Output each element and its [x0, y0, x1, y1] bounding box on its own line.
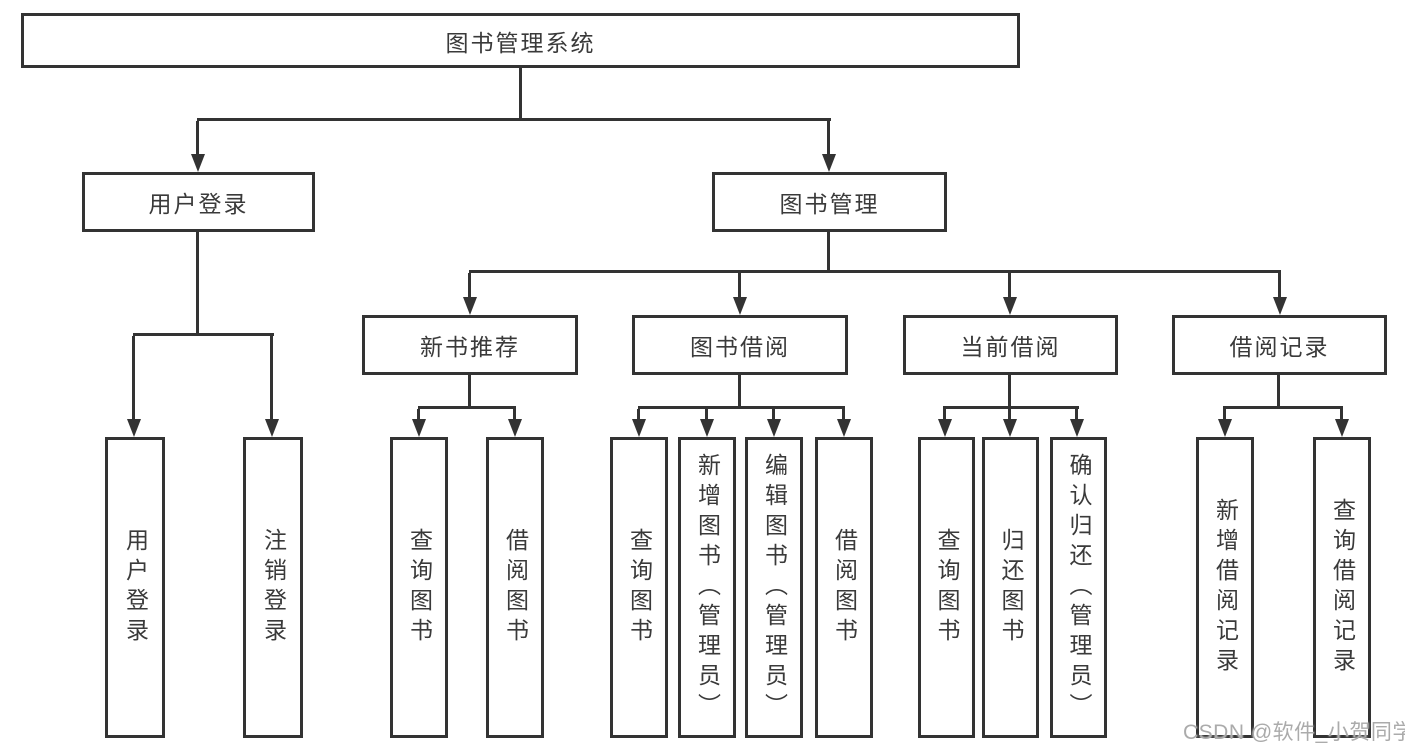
leaf-label: 编辑图书（管理员）: [761, 452, 788, 723]
connector-vline: [196, 121, 199, 156]
node-current-borrow: 当前借阅: [903, 315, 1118, 375]
arrowhead-down-icon: [127, 419, 141, 437]
leaf-bb-edit-book-admin: 编辑图书（管理员）: [745, 437, 803, 738]
node-borrow-record: 借阅记录: [1172, 315, 1387, 375]
connector-vline: [417, 409, 420, 423]
leaf-label: 新增借阅记录: [1212, 497, 1239, 678]
leaf-cb-return-book: 归还图书: [982, 437, 1039, 738]
connector-hline: [133, 333, 274, 336]
connector-vline: [1278, 273, 1281, 301]
arrowhead-down-icon: [1335, 419, 1349, 437]
connector-vline: [1008, 375, 1011, 408]
leaf-bb-borrow-book: 借阅图书: [815, 437, 873, 738]
connector-vline: [1008, 409, 1011, 423]
arrowhead-down-icon: [632, 419, 646, 437]
leaf-rec-query-book: 查询图书: [390, 437, 448, 738]
leaf-label: 借阅图书: [502, 527, 529, 648]
leaf-label: 确认归还（管理员）: [1066, 452, 1092, 723]
arrowhead-down-icon: [700, 419, 714, 437]
node-label: 新书推荐: [420, 334, 520, 360]
leaf-cb-query-book: 查询图书: [918, 437, 975, 738]
node-user-login: 用户登录: [82, 172, 315, 232]
arrowhead-down-icon: [1273, 297, 1287, 315]
connector-vline: [1223, 409, 1226, 423]
connector-hline: [943, 406, 1079, 409]
leaf-label: 查询图书: [934, 527, 960, 648]
node-book-borrow: 图书借阅: [632, 315, 848, 375]
connector-vline: [468, 375, 471, 408]
connector-vline: [196, 232, 199, 333]
leaf-br-add-record: 新增借阅记录: [1196, 437, 1254, 738]
connector-hline: [638, 406, 845, 409]
arrowhead-down-icon: [733, 297, 747, 315]
leaf-label: 查询图书: [626, 527, 653, 648]
leaf-bb-query-book: 查询图书: [610, 437, 668, 738]
connector-vline: [827, 232, 830, 272]
node-label: 当前借阅: [960, 334, 1061, 360]
connector-vline: [519, 68, 522, 118]
connector-vline: [738, 273, 741, 301]
node-label: 用户登录: [148, 191, 249, 217]
arrowhead-down-icon: [1070, 419, 1084, 437]
leaf-bb-add-book-admin: 新增图书（管理员）: [678, 437, 736, 738]
connector-vline: [270, 336, 273, 422]
csdn-watermark: CSDN @软件_小贺同学: [1183, 721, 1405, 744]
node-book-management: 图书管理: [712, 172, 947, 232]
leaf-label: 借阅图书: [831, 527, 858, 648]
arrowhead-down-icon: [1003, 419, 1017, 437]
connector-vline: [1008, 273, 1011, 301]
leaf-user-login: 用户登录: [105, 437, 165, 738]
leaf-label: 注销登录: [260, 527, 287, 648]
connector-hline: [418, 406, 516, 409]
arrowhead-down-icon: [412, 419, 426, 437]
node-label: 图书管理: [779, 191, 880, 217]
connector-hline: [1223, 406, 1343, 409]
arrowhead-down-icon: [1003, 297, 1017, 315]
connector-vline: [827, 121, 830, 156]
arrowhead-down-icon: [767, 419, 781, 437]
arrowhead-down-icon: [463, 297, 477, 315]
leaf-label: 新增图书（管理员）: [694, 452, 721, 723]
connector-vline: [772, 409, 775, 423]
connector-vline: [132, 336, 135, 422]
leaf-label: 查询借阅记录: [1329, 497, 1356, 678]
connector-vline: [1075, 409, 1078, 423]
connector-vline: [1277, 375, 1280, 408]
node-label: 图书管理系统: [445, 29, 596, 56]
leaf-cb-confirm-return-admin: 确认归还（管理员）: [1050, 437, 1107, 738]
leaf-label: 查询图书: [406, 527, 433, 648]
connector-vline: [842, 409, 845, 423]
node-library-system: 图书管理系统: [21, 13, 1020, 68]
leaf-rec-borrow-book: 借阅图书: [486, 437, 544, 738]
connector-vline: [705, 409, 708, 423]
arrowhead-down-icon: [191, 154, 205, 172]
connector-hline: [469, 270, 1281, 273]
arrowhead-down-icon: [822, 154, 836, 172]
connector-hline: [197, 118, 831, 121]
connector-vline: [637, 409, 640, 423]
leaf-logout: 注销登录: [243, 437, 303, 738]
connector-vline: [943, 409, 946, 423]
node-new-book-recommend: 新书推荐: [362, 315, 578, 375]
connector-vline: [738, 375, 741, 408]
leaf-br-query-record: 查询借阅记录: [1313, 437, 1371, 738]
arrowhead-down-icon: [837, 419, 851, 437]
leaf-label: 用户登录: [122, 527, 149, 648]
arrowhead-down-icon: [265, 419, 279, 437]
connector-vline: [1340, 409, 1343, 423]
node-label: 图书借阅: [690, 334, 790, 360]
connector-vline: [513, 409, 516, 423]
arrowhead-down-icon: [1218, 419, 1232, 437]
leaf-label: 归还图书: [998, 527, 1024, 648]
arrowhead-down-icon: [508, 419, 522, 437]
connector-vline: [468, 273, 471, 301]
node-label: 借阅记录: [1229, 334, 1330, 360]
arrowhead-down-icon: [938, 419, 952, 437]
